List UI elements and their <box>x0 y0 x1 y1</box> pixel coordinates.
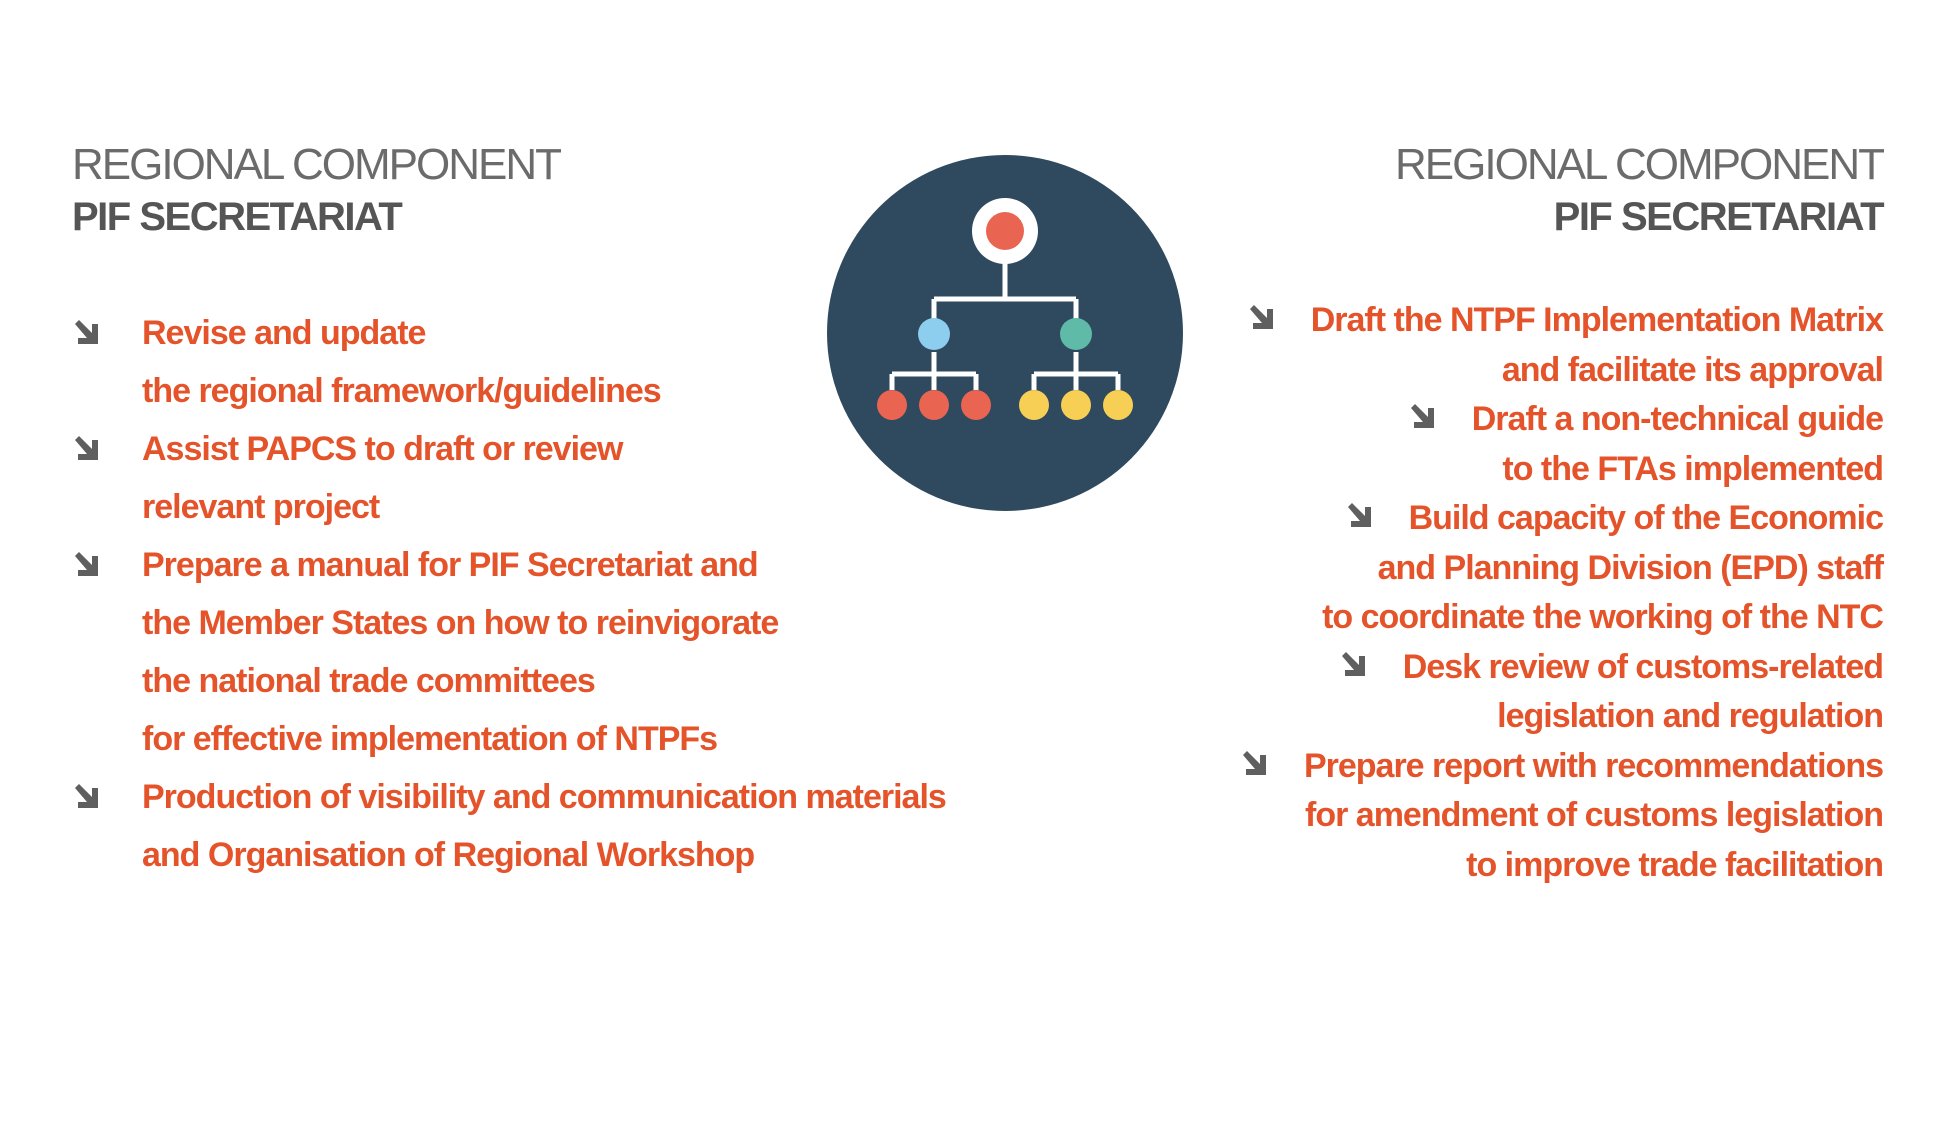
org-chart-icon <box>826 154 1184 512</box>
arrow-down-right-icon <box>72 318 102 348</box>
org-chart-leaf-node-yellow <box>1019 390 1049 420</box>
org-chart-leaf-node-red <box>961 390 991 420</box>
task-line-text: Build capacity of the Economic <box>1408 499 1884 537</box>
org-chart-connectors <box>889 255 1121 390</box>
right-panel: REGIONAL COMPONENT PIF SECRETARIAT Draft… <box>1123 140 1885 891</box>
task-item: Revise and update the regional framework/… <box>72 304 1052 420</box>
task-line: for effective implementation of NTPFs <box>142 720 718 758</box>
org-chart-leaf-node-yellow <box>1103 390 1133 420</box>
task-item: Draft the NTPF Implementation Matrix and … <box>1123 296 1884 395</box>
task-line: Revise and update <box>142 314 426 352</box>
arrow-down-right-icon <box>1339 650 1369 680</box>
org-chart-background <box>827 155 1183 511</box>
org-chart-leaf-node-red <box>877 390 907 420</box>
task-item: Assist PAPCS to draft or review relevant … <box>72 420 1052 536</box>
task-line-text: Prepare report with recommendations <box>1303 746 1884 785</box>
task-line-wrapper: Prepare report with recommendations <box>1123 742 1884 792</box>
task-line: the regional framework/guidelines <box>142 372 662 410</box>
task-line: Assist PAPCS to draft or review <box>142 430 623 468</box>
arrow-down-right-icon <box>72 550 102 580</box>
task-item: Production of visibility and communicati… <box>72 768 1052 884</box>
arrow-down-right-icon <box>72 434 102 464</box>
task-line: legislation and regulation <box>1497 697 1884 735</box>
right-heading-bold: PIF SECRETARIAT <box>1553 195 1885 239</box>
arrow-down-right-icon <box>1345 501 1375 531</box>
task-item: Prepare report with recommendations for a… <box>1123 742 1884 891</box>
arrow-down-right-icon <box>72 782 102 812</box>
task-line-text: Draft the NTPF Implementation Matrix <box>1310 301 1884 339</box>
task-line: to coordinate the working of the NTC <box>1322 598 1884 636</box>
left-panel: REGIONAL COMPONENT PIF SECRETARIAT Revis… <box>72 140 1052 884</box>
right-heading-light: REGIONAL COMPONENT <box>1395 140 1885 189</box>
task-line: Production of visibility and communicati… <box>142 778 947 816</box>
task-line-text: Draft a non-technical guide <box>1471 400 1884 438</box>
left-heading-bold: PIF SECRETARIAT <box>72 195 403 239</box>
task-line-text: Desk review of customs-related <box>1402 647 1884 686</box>
arrow-down-right-icon <box>1247 303 1277 333</box>
task-line: for amendment of customs legislation <box>1305 796 1884 834</box>
left-task-list: Revise and update the regional framework/… <box>72 304 1052 884</box>
org-chart-root-node <box>986 212 1024 250</box>
left-heading-light: REGIONAL COMPONENT <box>72 140 562 189</box>
task-line: to the FTAs implemented <box>1502 449 1884 488</box>
task-line: to improve trade facilitation <box>1466 845 1884 884</box>
task-line-wrapper: Draft the NTPF Implementation Matrix <box>1123 296 1884 346</box>
right-task-list: Draft the NTPF Implementation Matrix and … <box>1123 296 1884 891</box>
task-line: the Member States on how to reinvigorate <box>142 604 779 642</box>
org-chart-leaf-node-yellow <box>1061 390 1091 420</box>
task-line: and Organisation of Regional Workshop <box>142 836 755 874</box>
task-item: Prepare a manual for PIF Secretariat and… <box>72 536 1052 768</box>
task-line: the national trade committees <box>142 662 596 700</box>
task-line-wrapper: Desk review of customs-related <box>1123 643 1884 693</box>
task-line: Prepare a manual for PIF Secretariat and <box>142 546 759 584</box>
arrow-down-right-icon <box>1408 402 1438 432</box>
org-chart-branch-node-teal <box>1060 318 1092 350</box>
task-line: and Planning Division (EPD) staff <box>1377 548 1884 587</box>
task-item: Draft a non-technical guide to the FTAs i… <box>1123 395 1884 494</box>
task-line-wrapper: Build capacity of the Economic <box>1123 494 1884 544</box>
arrow-down-right-icon <box>1240 749 1270 779</box>
task-line: relevant project <box>142 488 380 526</box>
task-item: Build capacity of the Economic and Planni… <box>1123 494 1884 643</box>
task-line-wrapper: Draft a non-technical guide <box>1123 395 1884 445</box>
org-chart-leaf-node-red <box>919 390 949 420</box>
task-item: Desk review of customs-related legislatio… <box>1123 643 1884 742</box>
org-chart-branch-node-blue <box>918 318 950 350</box>
task-line: and facilitate its approval <box>1501 350 1884 389</box>
